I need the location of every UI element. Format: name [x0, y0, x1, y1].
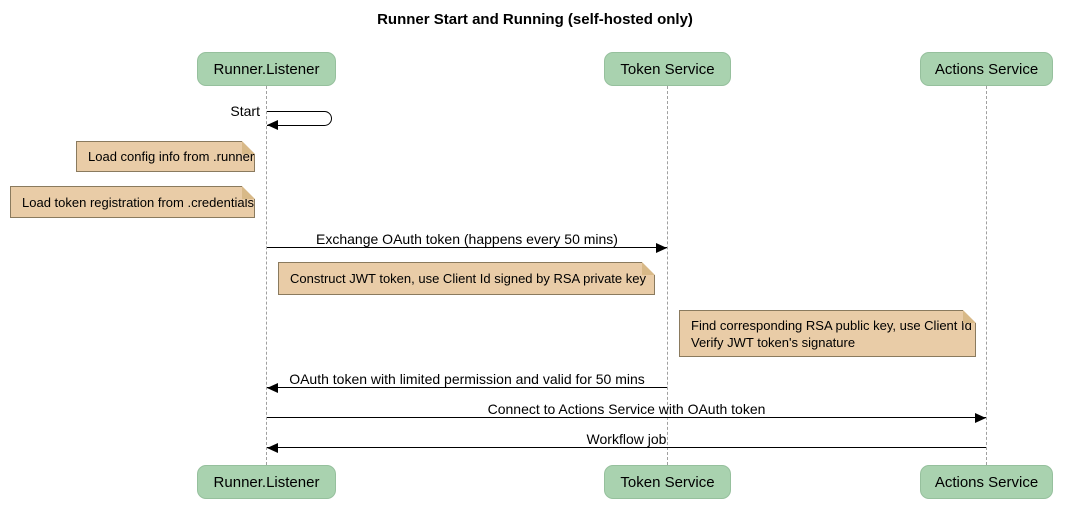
note-text: Construct JWT token, use Client Id signe… — [290, 271, 646, 286]
note-construct-jwt: Construct JWT token, use Client Id signe… — [278, 262, 655, 295]
message-connect-label: Connect to Actions Service with OAuth to… — [487, 401, 766, 417]
arrowhead-right-icon — [975, 413, 986, 423]
participant-label: Runner.Listener — [213, 60, 320, 78]
participant-label: Actions Service — [934, 473, 1039, 491]
participant-label: Actions Service — [934, 60, 1039, 78]
lifeline-token-service — [667, 86, 668, 465]
participant-token-service-bottom: Token Service — [604, 465, 731, 499]
note-text-line2: Verify JWT token's signature — [691, 334, 856, 350]
participant-label: Runner.Listener — [213, 473, 320, 491]
participant-runner-listener-top: Runner.Listener — [197, 52, 336, 86]
message-oauth-return-label: OAuth token with limited permission and … — [289, 371, 645, 387]
message-exchange-line — [267, 247, 667, 248]
message-start-self-loop — [267, 111, 332, 126]
lifeline-actions-service — [986, 86, 987, 465]
lifeline-runner-listener — [266, 86, 267, 465]
diagram-title: Runner Start and Running (self-hosted on… — [377, 11, 693, 28]
message-exchange-label: Exchange OAuth token (happens every 50 m… — [316, 231, 618, 247]
note-text: Load config info from .runner — [88, 149, 255, 164]
note-load-config: Load config info from .runner — [76, 141, 255, 172]
message-connect-line — [267, 417, 986, 418]
message-oauth-return-line — [267, 387, 667, 388]
participant-label: Token Service — [620, 473, 715, 491]
note-text-line1: Find corresponding RSA public key, use C… — [691, 317, 972, 333]
message-workflow-label: Workflow job — [586, 431, 667, 447]
message-start-label: Start — [230, 103, 260, 119]
arrowhead-left-icon — [267, 120, 278, 130]
participant-token-service-top: Token Service — [604, 52, 731, 86]
arrowhead-left-icon — [267, 443, 278, 453]
note-verify-jwt: Find corresponding RSA public key, use C… — [679, 310, 976, 357]
message-workflow-line — [267, 447, 986, 448]
arrowhead-right-icon — [656, 243, 667, 253]
participant-runner-listener-bottom: Runner.Listener — [197, 465, 336, 499]
participant-actions-service-bottom: Actions Service — [920, 465, 1053, 499]
participant-actions-service-top: Actions Service — [920, 52, 1053, 86]
participant-label: Token Service — [620, 60, 715, 78]
note-text: Load token registration from .credential… — [22, 194, 254, 210]
arrowhead-left-icon — [267, 383, 278, 393]
note-load-credentials: Load token registration from .credential… — [10, 186, 255, 218]
